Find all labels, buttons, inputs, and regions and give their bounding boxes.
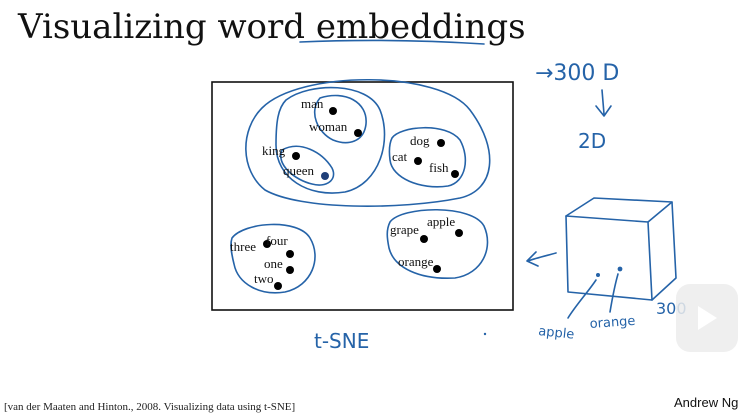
annotation-to-dim: 2D <box>578 129 606 153</box>
point-three <box>263 240 271 248</box>
cube-top-face <box>565 197 673 223</box>
point-fish <box>451 170 459 178</box>
play-icon <box>698 306 717 330</box>
slide-title: Visualizing word embeddings <box>17 7 526 47</box>
left-arrow-icon <box>526 251 557 267</box>
bilibili-tv-icon <box>676 284 738 352</box>
cube-label-orange: orange <box>589 314 636 332</box>
cube-side-face <box>651 201 677 301</box>
point-one <box>286 266 294 274</box>
point-orange <box>433 265 441 273</box>
cube-front-face <box>565 215 653 301</box>
point-king <box>292 152 300 160</box>
point-four <box>286 250 294 258</box>
title-underline <box>299 39 485 45</box>
point-dog <box>437 139 445 147</box>
cluster-outlines <box>230 78 491 294</box>
word-label-three: three <box>230 239 256 254</box>
ink-dot <box>483 332 487 336</box>
annotation-from-dim: →300 D <box>535 61 619 86</box>
author-name: Andrew Ng <box>674 395 738 410</box>
cube-point-apple <box>596 273 600 277</box>
word-label-dog: dog <box>410 133 430 148</box>
citation: [van der Maaten and Hinton., 2008. Visua… <box>4 401 295 413</box>
point-two <box>274 282 282 290</box>
outline-numbers <box>230 223 316 294</box>
tsne-plot-frame <box>211 81 514 311</box>
annotation-method: t-SNE <box>314 329 369 353</box>
outline-king-queen <box>280 145 335 186</box>
word-points <box>263 107 463 290</box>
word-label-four: four <box>266 233 288 248</box>
cube-orange-pointer <box>609 273 619 313</box>
point-queen <box>321 172 329 180</box>
outline-living-things <box>245 78 491 207</box>
word-label-two: two <box>254 271 274 286</box>
outline-animals <box>388 126 467 188</box>
word-label-grape: grape <box>390 222 419 237</box>
word-label-one: one <box>264 256 283 271</box>
word-label-queen: queen <box>283 163 315 178</box>
cube-apple-pointer <box>567 279 597 319</box>
point-cat <box>414 157 422 165</box>
word-label-woman: woman <box>309 119 348 134</box>
down-arrow-icon <box>595 89 612 117</box>
word-label-apple: apple <box>427 214 455 229</box>
point-woman <box>354 129 362 137</box>
outline-people <box>275 86 386 194</box>
point-grape <box>420 235 428 243</box>
word-label-man: man <box>301 96 324 111</box>
point-man <box>329 107 337 115</box>
cube-label-apple: apple <box>538 324 575 343</box>
outline-fruits <box>386 208 489 279</box>
word-label-king: king <box>262 143 286 158</box>
word-label-orange: orange <box>398 254 434 269</box>
cube-sketch <box>565 197 677 319</box>
word-label-cat: cat <box>392 149 408 164</box>
cube-point-orange <box>617 266 623 272</box>
point-apple <box>455 229 463 237</box>
word-label-fish: fish <box>429 160 449 175</box>
outline-man-woman <box>314 94 367 144</box>
